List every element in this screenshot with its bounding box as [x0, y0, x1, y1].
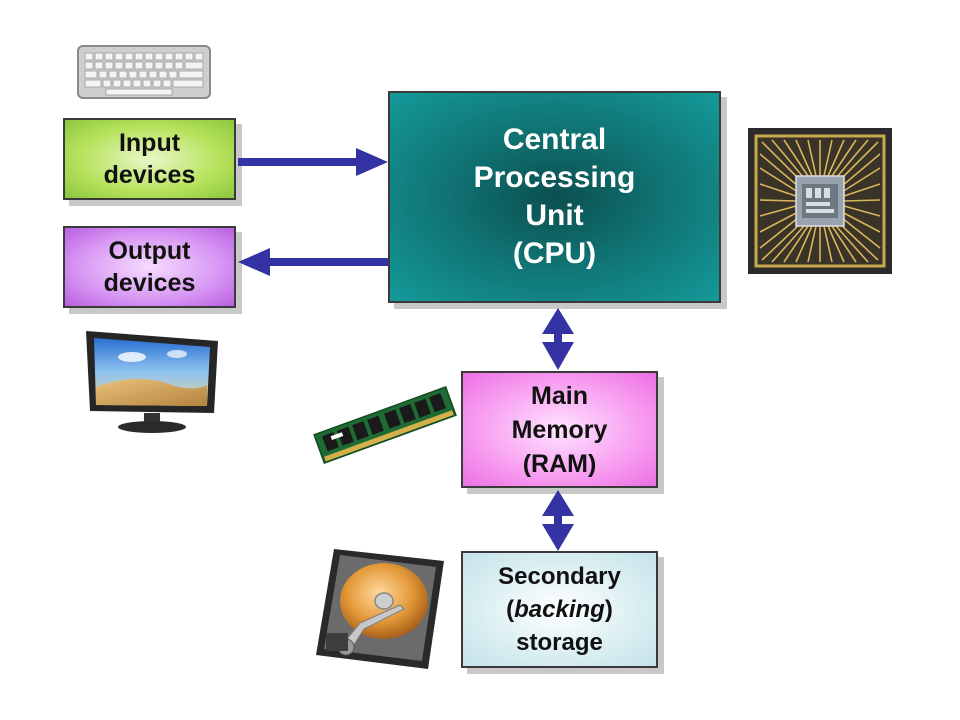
keyboard-icon [77, 45, 211, 99]
arrow-ram-storage-bidirectional [542, 490, 574, 551]
arrow-input-to-cpu [238, 148, 388, 176]
output-devices-label-line1: Output [108, 237, 191, 265]
output-devices-label-line2: devices [103, 269, 196, 297]
input-devices-box: Input devices [63, 118, 236, 200]
cpu-label-line1: Central [502, 123, 607, 156]
main-memory-box: Main Memory (RAM) [461, 371, 658, 488]
paren-close: ) [604, 596, 613, 623]
cpu-label-line4: (CPU) [512, 237, 597, 270]
cpu-label-line2: Processing [473, 161, 636, 194]
cpu-chip-icon [748, 128, 892, 274]
secondary-storage-label-line2: (backing) [506, 593, 613, 626]
secondary-storage-label-line1: Secondary [498, 563, 621, 590]
cpu-label-line3: Unit [525, 199, 584, 232]
main-memory-label-line3: (RAM) [522, 449, 597, 478]
cpu-box: Central Processing Unit (CPU) [388, 91, 721, 303]
main-memory-label-line1: Main [531, 381, 588, 410]
monitor-icon [86, 331, 218, 433]
input-devices-label-line1: Input [118, 129, 181, 157]
ram-module-icon [313, 386, 457, 464]
hard-drive-icon [316, 549, 444, 669]
output-devices-box: Output devices [63, 226, 236, 308]
backing-emphasis: backing [514, 596, 605, 623]
secondary-storage-label-line3: storage [516, 629, 603, 656]
arrow-cpu-ram-bidirectional [542, 308, 574, 370]
input-devices-label-line2: devices [103, 161, 196, 189]
main-memory-label-line2: Memory [511, 415, 608, 444]
arrow-cpu-to-output [238, 248, 388, 276]
paren-open: ( [506, 596, 515, 623]
secondary-storage-box: Secondary (backing) storage [461, 551, 658, 668]
